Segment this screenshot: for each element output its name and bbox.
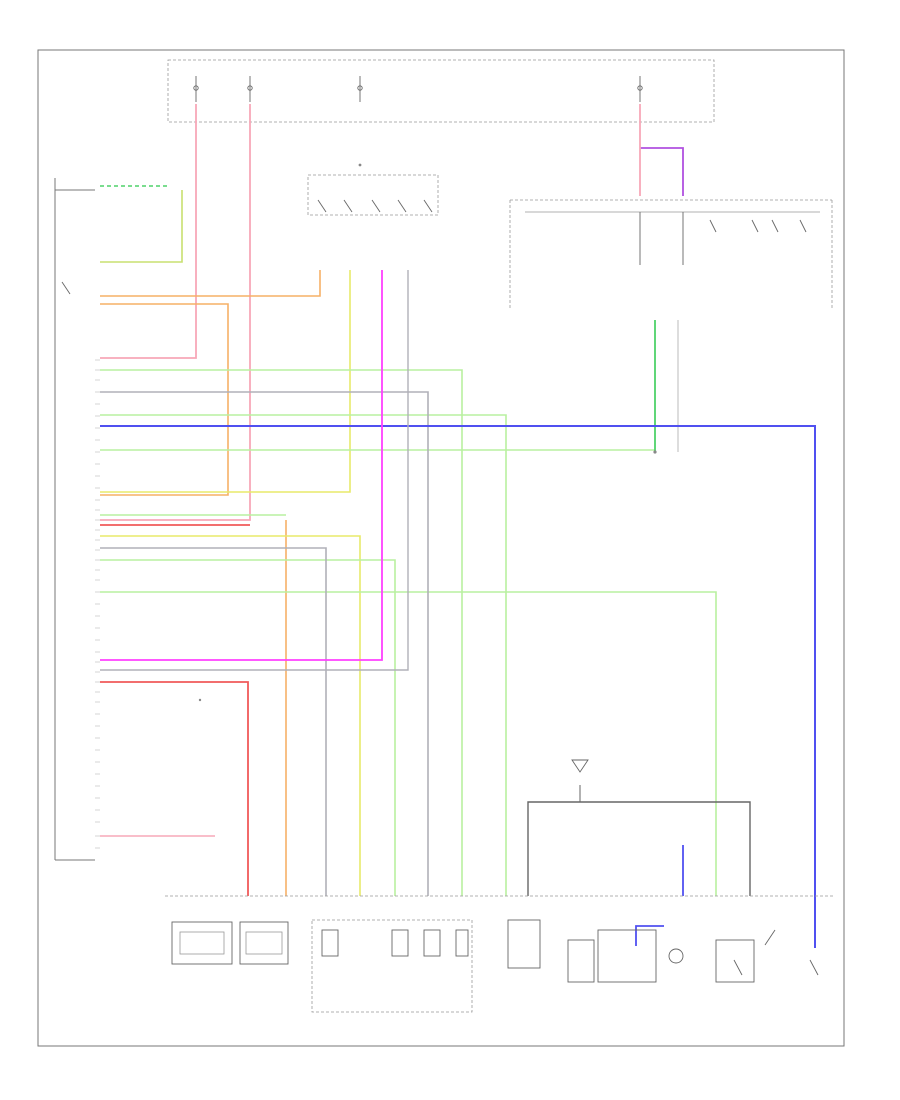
fuse-1	[193, 76, 199, 102]
wire-gray-1	[100, 391, 429, 896]
lockup-switch	[715, 939, 755, 983]
solenoids	[321, 929, 469, 957]
wire-gray-2	[100, 547, 327, 896]
fuse-block	[167, 59, 715, 123]
wire-lgreen-5	[100, 559, 396, 896]
fuse-2	[247, 76, 253, 102]
wire-lgreen-4	[100, 591, 717, 896]
indicator-lamp	[668, 948, 684, 964]
wire-blue	[100, 425, 816, 948]
solenoid-valve-box	[311, 919, 473, 1013]
pin-ticks	[95, 359, 100, 849]
wire-magenta	[100, 270, 383, 661]
wire-blue-3	[635, 925, 664, 946]
fluid-temp-sensor	[507, 919, 541, 969]
wire-lgreen-1	[100, 369, 463, 896]
wire-gray-3	[100, 270, 409, 671]
speed-sensor-1-inner	[179, 931, 225, 955]
ground-symbol	[571, 759, 589, 773]
wire-green-1	[100, 190, 183, 263]
shift-lock-solenoid	[567, 939, 595, 983]
fuse-4	[637, 76, 643, 102]
range-switch-contacts	[317, 199, 433, 213]
outer-frame	[37, 49, 845, 1047]
wire-lgreen-2	[100, 414, 507, 896]
wire-red-2	[100, 681, 249, 896]
wire-yellow-2	[100, 535, 361, 896]
brake-switch	[764, 929, 819, 976]
speed-sensor-2-inner	[245, 931, 283, 955]
wire-pink-1	[100, 104, 197, 359]
wire-pink-2	[100, 104, 251, 521]
speed-sensor-1	[171, 921, 233, 965]
range-switch-box	[307, 174, 439, 216]
wire-orange-1	[100, 270, 321, 297]
misc-dots	[198, 163, 657, 702]
selector-illumination	[597, 929, 657, 983]
wire-purple	[640, 147, 684, 196]
fuse-3	[357, 76, 363, 102]
relay-box	[509, 199, 833, 310]
wire-orange-2	[100, 303, 229, 496]
tcm-bracket	[54, 178, 95, 861]
speed-sensor-2	[239, 921, 289, 965]
wire-yellow-1	[100, 270, 351, 493]
wire-dark-frame	[527, 801, 751, 896]
